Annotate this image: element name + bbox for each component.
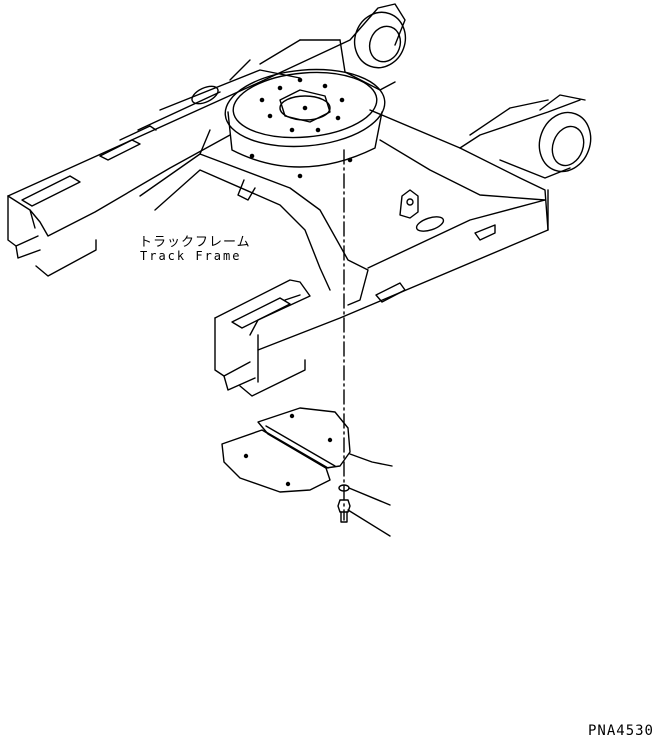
track-frame-label-jp: トラックフレーム [139, 235, 251, 250]
track-frame [8, 4, 599, 396]
washer [339, 485, 390, 505]
bolt [338, 500, 390, 536]
track-frame-label-en: Track Frame [140, 249, 242, 263]
under-cover [222, 408, 392, 492]
swing-circle [222, 63, 388, 177]
drawing-number: PNA4530 [587, 723, 654, 739]
